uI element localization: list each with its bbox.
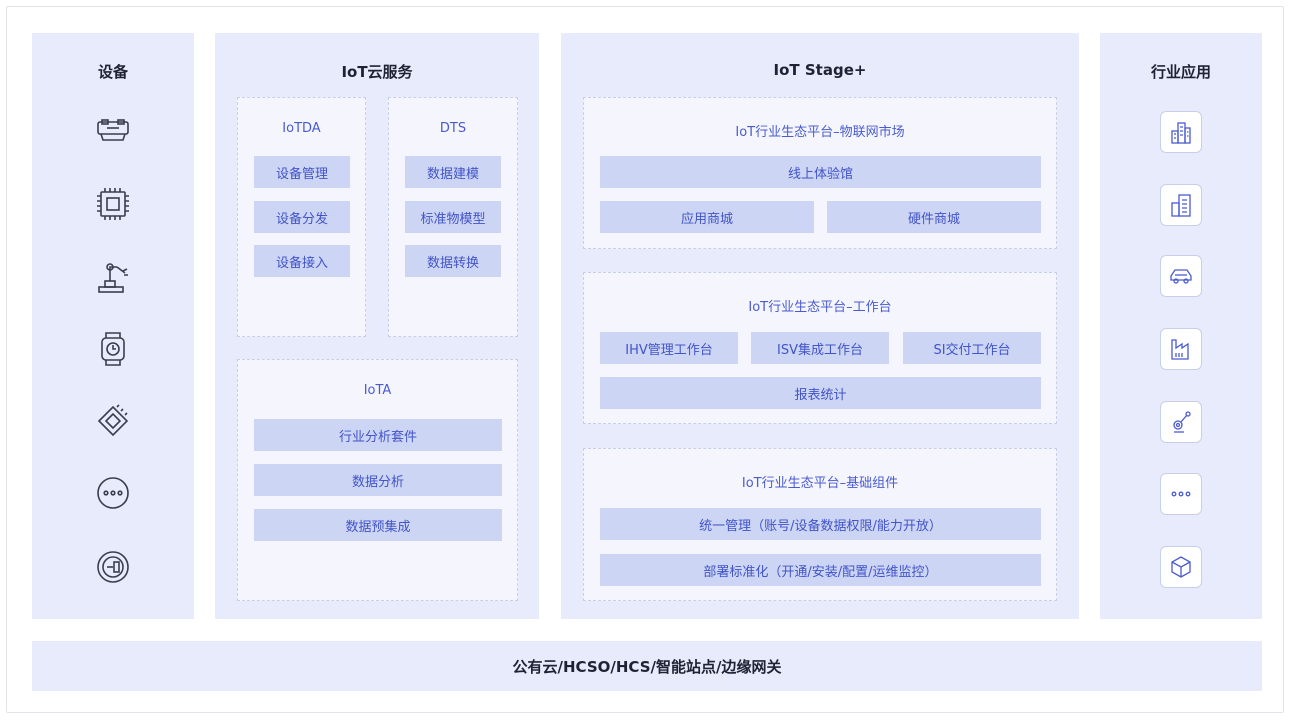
iotda-item: 设备分发 <box>254 201 350 233</box>
dts-box: DTS 数据建模 标准物模型 数据转换 <box>388 97 518 337</box>
router-icon <box>93 110 133 150</box>
dts-item: 数据建模 <box>405 156 501 188</box>
cube-icon <box>1160 546 1202 588</box>
car-icon <box>1160 255 1202 297</box>
iota-box: IoTA 行业分析套件 数据分析 数据预集成 <box>237 359 518 601</box>
factory-icon <box>1160 328 1202 370</box>
more-icon <box>1160 473 1202 515</box>
sensor-module-icon <box>93 401 133 441</box>
cloud-title: IoT云服务 <box>341 63 413 81</box>
more-icon <box>93 473 133 513</box>
iota-item: 行业分析套件 <box>254 419 502 451</box>
base-box: IoT行业生态平台–基础组件 统一管理（账号/设备数据权限/能力开放） 部署标准… <box>583 448 1057 601</box>
devices-column: 设备 <box>32 33 194 619</box>
infrastructure-label: 公有云/HCSO/HCS/智能站点/边缘网关 <box>512 657 782 676</box>
market-item: 硬件商城 <box>827 201 1041 233</box>
industry-column: 行业应用 <box>1100 33 1262 619</box>
dts-title: DTS <box>439 121 467 136</box>
iota-item: 数据分析 <box>254 464 502 496</box>
workbench-item: ISV集成工作台 <box>751 332 889 364</box>
market-title: IoT行业生态平台–物联网市场 <box>735 125 905 140</box>
workbench-item: SI交付工作台 <box>903 332 1041 364</box>
iotda-item: 设备管理 <box>254 156 350 188</box>
iotda-title: IoTDA <box>282 121 321 136</box>
workbench-item: IHV管理工作台 <box>600 332 738 364</box>
city-buildings-icon <box>1160 111 1202 153</box>
meter-icon <box>93 547 133 587</box>
stage-title: IoT Stage+ <box>773 61 867 79</box>
iota-item: 数据预集成 <box>254 509 502 541</box>
dts-item: 数据转换 <box>405 245 501 277</box>
cloud-column: IoT云服务 IoTDA 设备管理 设备分发 设备接入 DTS 数据建模 标准物… <box>215 33 539 619</box>
infrastructure-bar: 公有云/HCSO/HCS/智能站点/边缘网关 <box>32 641 1262 691</box>
workbench-box: IoT行业生态平台–工作台 IHV管理工作台 ISV集成工作台 SI交付工作台 … <box>583 272 1057 424</box>
office-building-icon <box>1160 184 1202 226</box>
smartwatch-icon <box>93 329 133 369</box>
iotda-item: 设备接入 <box>254 245 350 277</box>
workbench-item: 报表统计 <box>600 377 1041 409</box>
base-item: 统一管理（账号/设备数据权限/能力开放） <box>600 508 1041 540</box>
base-item: 部署标准化（开通/安装/配置/运维监控） <box>600 554 1041 586</box>
robot-arm-icon <box>93 257 133 297</box>
devices-title: 设备 <box>97 63 128 81</box>
workbench-title: IoT行业生态平台–工作台 <box>748 300 892 315</box>
chip-icon <box>93 184 133 224</box>
market-item: 应用商城 <box>600 201 814 233</box>
market-item: 线上体验馆 <box>600 156 1041 188</box>
robot-arm-icon <box>1160 401 1202 443</box>
industry-title: 行业应用 <box>1150 63 1211 81</box>
stage-column: IoT Stage+ IoT行业生态平台–物联网市场 线上体验馆 应用商城 硬件… <box>561 33 1079 619</box>
market-box: IoT行业生态平台–物联网市场 线上体验馆 应用商城 硬件商城 <box>583 97 1057 249</box>
iota-title: IoTA <box>363 383 392 398</box>
base-title: IoT行业生态平台–基础组件 <box>741 476 899 491</box>
diagram-frame <box>6 6 1284 713</box>
iotda-box: IoTDA 设备管理 设备分发 设备接入 <box>237 97 366 337</box>
dts-item: 标准物模型 <box>405 201 501 233</box>
